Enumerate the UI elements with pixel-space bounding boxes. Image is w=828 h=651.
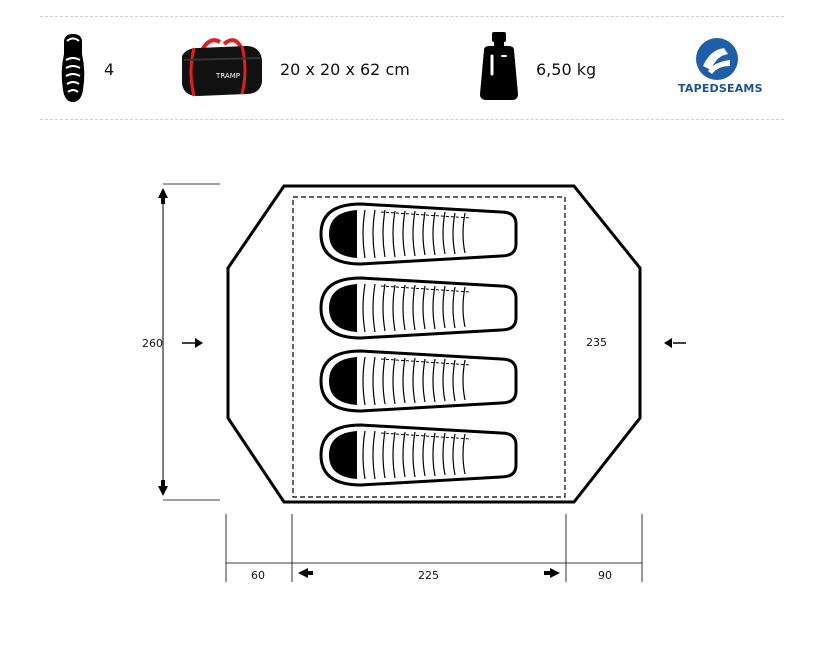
taped-seams-label: TAPEDSEAMS (678, 82, 763, 95)
sleeping-bag (319, 202, 518, 266)
pack-size: 20 x 20 x 62 cm (280, 60, 410, 79)
bottom-divider (40, 119, 784, 120)
taped-seams-icon (696, 38, 738, 80)
sleeping-bag (319, 423, 518, 487)
weight-value: 6,50 kg (536, 60, 597, 79)
tent-outline (226, 184, 642, 504)
arrow-right-icon (195, 338, 203, 348)
total-depth-label: 260 (142, 337, 163, 350)
vestibule-left-label: 60 (251, 569, 265, 582)
arrow-right-icon (550, 568, 560, 578)
arrow-left-icon (298, 568, 308, 578)
top-divider (40, 16, 784, 17)
inner-depth-label: 235 (586, 336, 607, 349)
arrow-down-icon (158, 486, 168, 496)
bag-logo: TRAMP (215, 72, 240, 80)
persons-count: 4 (104, 60, 115, 79)
arrow-left-icon (664, 338, 672, 348)
carry-bag-icon: TRAMP (182, 38, 262, 97)
inner-length-label: 225 (418, 569, 439, 582)
inner-tent-outline (292, 196, 566, 498)
weight-icon (480, 32, 518, 100)
sleeping-bag (319, 349, 518, 413)
arrow-up-icon (158, 188, 168, 198)
sleeping-bag-icon (61, 34, 85, 102)
vestibule-right-label: 90 (598, 569, 612, 582)
sleeping-bag (319, 276, 518, 340)
